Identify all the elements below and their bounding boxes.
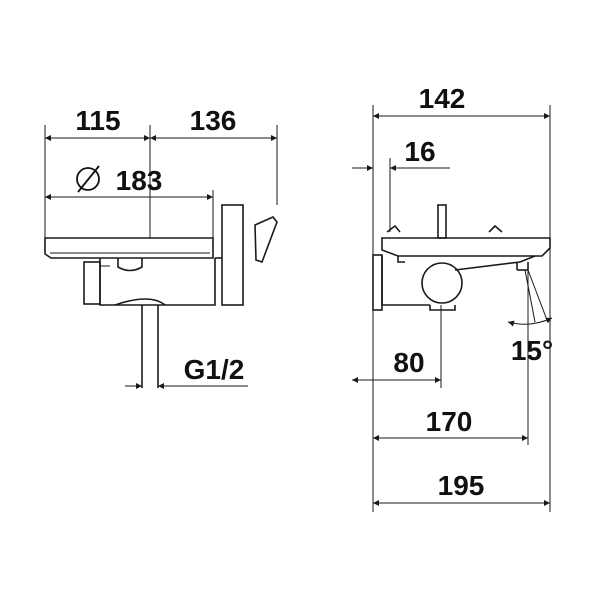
side-view [352, 105, 553, 512]
outlet-cap [114, 298, 166, 306]
top-connector [117, 258, 143, 272]
button-right [488, 224, 503, 233]
label-195: 195 [438, 470, 485, 501]
wall-flange [372, 254, 383, 311]
side-body-step [397, 256, 405, 263]
angle-line-b [527, 269, 548, 321]
handle-plate [44, 237, 214, 259]
left-cap [83, 261, 101, 305]
label-g12: G1/2 [184, 354, 245, 385]
handle-rod [437, 204, 447, 239]
side-body-back [381, 256, 430, 306]
side-handle-plate [381, 237, 551, 257]
label-80: 80 [393, 347, 424, 378]
angle-arc [507, 317, 553, 327]
label-142: 142 [419, 83, 466, 114]
label-angle-15: 15° [511, 335, 553, 366]
button-left [386, 224, 401, 233]
diameter-symbol-icon [76, 165, 100, 193]
valve-knob [421, 262, 463, 304]
side-spout-top [454, 255, 536, 271]
label-136: 136 [190, 105, 237, 136]
side-outlet [429, 305, 456, 311]
label-115: 115 [75, 105, 120, 136]
label-183: 183 [116, 165, 163, 196]
label-16: 16 [404, 136, 435, 167]
hand-shower-sketch [254, 216, 278, 264]
label-170: 170 [426, 406, 473, 437]
front-view [44, 125, 278, 389]
angle-line-a [524, 269, 536, 323]
wall-plate [221, 204, 244, 306]
